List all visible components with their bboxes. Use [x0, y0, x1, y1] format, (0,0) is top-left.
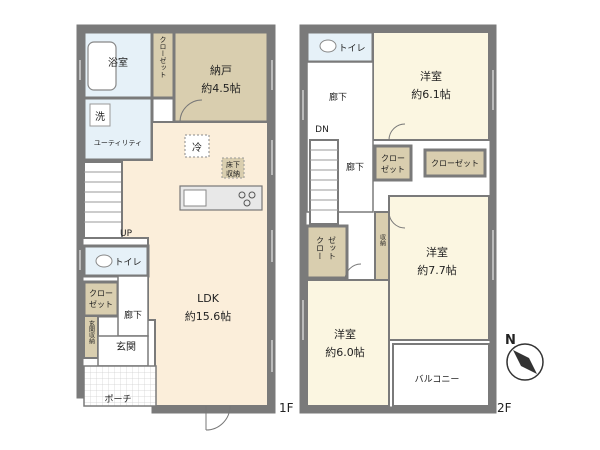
- label-wash: 洗: [95, 111, 105, 123]
- room1-door-swing: [388, 123, 406, 141]
- label-room2-name: 洋室: [426, 245, 448, 259]
- porch: [83, 365, 157, 407]
- label-floor-storage-1: 床下: [226, 160, 240, 169]
- label-utility: ユーティリティ: [94, 139, 142, 147]
- label-hall-mid-2f: 廊下: [346, 161, 364, 173]
- closet-wide: [423, 148, 487, 178]
- label-room1-area: 約6.1帖: [411, 87, 451, 101]
- ldk-door-swing: [205, 405, 231, 431]
- label-storage-area: 約4.5帖: [201, 81, 241, 95]
- floor-1-labels: 浴室 クローゼット 納戸 約4.5帖 洗 ユーティリティ 冷 床下 収納 UP …: [88, 36, 294, 415]
- closet-left: [82, 280, 120, 318]
- stove-burner-icon: [238, 191, 246, 199]
- toilet-icon: [95, 254, 113, 268]
- label-room3-name: 洋室: [334, 327, 356, 341]
- toilet-icon: [319, 39, 337, 53]
- room3-door-swing: [344, 263, 362, 281]
- fridge-icon: [184, 134, 210, 158]
- floor-2-plan: [299, 24, 497, 414]
- washer-icon: [89, 103, 111, 127]
- windows-1f: [79, 60, 273, 372]
- closet-small: [373, 144, 413, 182]
- room2-door-swing: [388, 211, 406, 229]
- stair-steps-1f: [84, 171, 122, 223]
- label-entrance-storage: 玄関収納: [88, 319, 95, 345]
- label-closet-vert-1: クロー: [316, 236, 325, 260]
- balcony: [392, 343, 490, 407]
- western-room-1: [372, 31, 490, 141]
- label-toilet-2f: トイレ: [338, 44, 365, 54]
- kitchen-sink-icon: [183, 189, 207, 207]
- label-closet-left-1: クロー: [89, 289, 113, 298]
- western-room-3: [306, 279, 390, 407]
- label-room3-area: 約6.0帖: [325, 345, 365, 359]
- underfloor-storage: [221, 157, 245, 179]
- label-floor-1: 1F: [279, 401, 294, 415]
- floor-1-plan: [76, 24, 276, 431]
- toilet-room-1f: [82, 244, 150, 278]
- label-closet-small-2: ゼット: [381, 164, 405, 174]
- label-porch: ポーチ: [104, 394, 131, 405]
- stove-burner-icon: [243, 199, 251, 207]
- stairs-1f: [83, 161, 123, 239]
- label-ldk-name: LDK: [197, 292, 220, 305]
- label-bath: 浴室: [108, 56, 128, 69]
- storage-2f: [374, 211, 390, 281]
- stairs-2f: [309, 139, 339, 225]
- label-storage-name: 納戸: [210, 64, 232, 77]
- stove-burner-icon: [248, 191, 256, 199]
- hallway-1f: [117, 275, 149, 337]
- label-hall-1f: 廊下: [124, 309, 142, 321]
- label-floor-2: 2F: [497, 401, 512, 415]
- label-room2-area: 約7.7帖: [417, 263, 457, 277]
- storage-room: [172, 30, 270, 124]
- western-room-2: [388, 195, 490, 341]
- label-room1-name: 洋室: [420, 69, 442, 83]
- label-ldk-area: 約15.6帖: [185, 309, 232, 323]
- label-closet-small-1: クロー: [381, 154, 405, 163]
- label-fridge: 冷: [192, 141, 202, 154]
- label-entrance: 玄関: [116, 340, 136, 353]
- label-balcony: バルコニー: [415, 374, 460, 385]
- label-closet-left-2: ゼット: [89, 299, 113, 309]
- floor-2-labels: トイレ 廊下 DN 廊下 洋室 約6.1帖 クロー ゼット クローゼット クロー…: [315, 44, 511, 415]
- closet-vertical: [305, 224, 349, 280]
- label-hall-top-2f: 廊下: [329, 91, 347, 103]
- label-up: UP: [120, 229, 133, 239]
- label-floor-storage-2: 収納: [226, 169, 240, 178]
- windows-2f: [302, 70, 494, 340]
- compass-label: N: [505, 333, 516, 348]
- stair-steps-2f: [310, 149, 338, 211]
- label-closet-vert-2: ゼット: [328, 236, 337, 260]
- label-dn: DN: [315, 125, 329, 135]
- label-storage-2f: 収納: [379, 234, 386, 247]
- bathtub-icon: [87, 41, 117, 91]
- label-closet-wide: クローゼット: [431, 158, 479, 168]
- label-closet-top: クローゼット: [159, 36, 167, 78]
- storage-door-swing: [179, 99, 203, 123]
- compass-icon: N: [505, 333, 544, 381]
- label-toilet-1f: トイレ: [114, 258, 141, 268]
